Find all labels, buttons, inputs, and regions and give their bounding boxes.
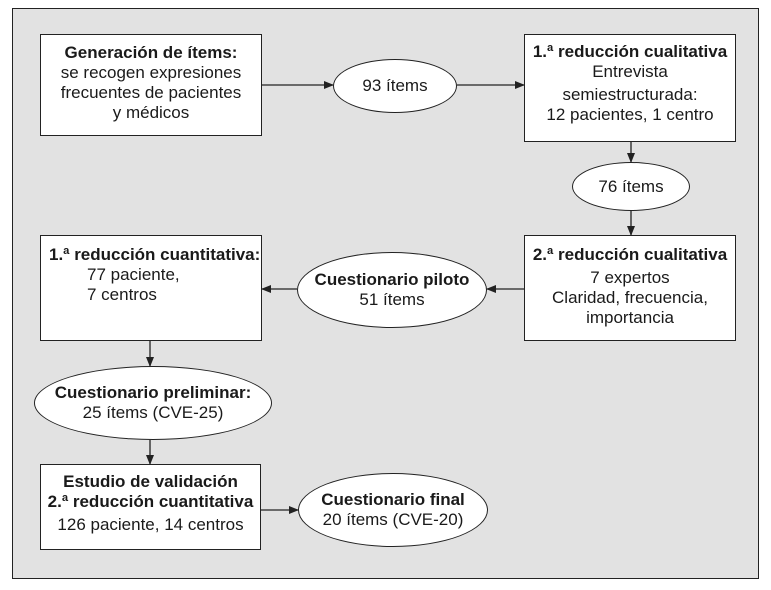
generation-line-2: frecuentes de pacientes xyxy=(60,83,242,102)
qualitative-reduction-2-title: 2.ª reducción cualitativa xyxy=(532,245,728,264)
quantitative-reduction-1-line-2: 7 centros xyxy=(87,285,157,304)
generation-title: Generación de ítems: xyxy=(64,43,238,62)
preliminary-questionnaire-title: Cuestionario preliminar: xyxy=(54,383,252,402)
qualitative-reduction-2-line-2: Claridad, frecuencia, xyxy=(552,288,708,307)
pilot-questionnaire-ellipse: Cuestionario piloto 51 ítems xyxy=(297,252,487,328)
qualitative-reduction-2-box: 2.ª reducción cualitativa 7 expertos Cla… xyxy=(524,235,736,341)
quantitative-reduction-1-title: 1.ª reducción cuantitativa: xyxy=(49,245,261,264)
pilot-questionnaire-items: 51 ítems xyxy=(359,290,425,309)
qualitative-reduction-1-line-3: 12 pacientes, 1 centro xyxy=(546,105,714,124)
quantitative-reduction-1-line-1: 77 paciente, xyxy=(87,265,180,284)
qualitative-reduction-1-line-2: semiestructurada: xyxy=(562,85,698,104)
pilot-questionnaire-title: Cuestionario piloto xyxy=(314,270,470,289)
preliminary-questionnaire-items: 25 ítems (CVE-25) xyxy=(82,403,224,422)
items-76-label: 76 ítems xyxy=(598,176,664,196)
qualitative-reduction-2-line-1: 7 expertos xyxy=(590,268,670,287)
items-76-ellipse: 76 ítems xyxy=(572,162,690,211)
generation-line-3: y médicos xyxy=(112,103,190,122)
qualitative-reduction-1-line-1: Entrevista xyxy=(592,62,668,81)
validation-study-title: Estudio de validación xyxy=(63,472,238,491)
validation-study-line-1: 126 paciente, 14 centros xyxy=(57,515,244,534)
generation-box: Generación de ítems: se recogen expresio… xyxy=(40,34,262,136)
quantitative-reduction-2-title: 2.ª reducción cuantitativa xyxy=(47,492,254,511)
qualitative-reduction-2-line-3: importancia xyxy=(586,308,674,327)
final-questionnaire-items: 20 ítems (CVE-20) xyxy=(322,510,464,529)
final-questionnaire-ellipse: Cuestionario final 20 ítems (CVE-20) xyxy=(298,473,488,547)
preliminary-questionnaire-ellipse: Cuestionario preliminar: 25 ítems (CVE-2… xyxy=(34,366,272,440)
generation-line-1: se recogen expresiones xyxy=(60,63,242,82)
final-questionnaire-title: Cuestionario final xyxy=(321,490,465,509)
qualitative-reduction-1-title: 1.ª reducción cualitativa xyxy=(532,42,728,61)
quantitative-reduction-1-box: 1.ª reducción cuantitativa: 77 paciente,… xyxy=(40,235,262,341)
validation-study-box: Estudio de validación 2.ª reducción cuan… xyxy=(40,464,261,550)
items-93-label: 93 ítems xyxy=(362,76,428,95)
items-93-ellipse: 93 ítems xyxy=(333,59,457,113)
qualitative-reduction-1-box: 1.ª reducción cualitativa Entrevista sem… xyxy=(524,34,736,142)
